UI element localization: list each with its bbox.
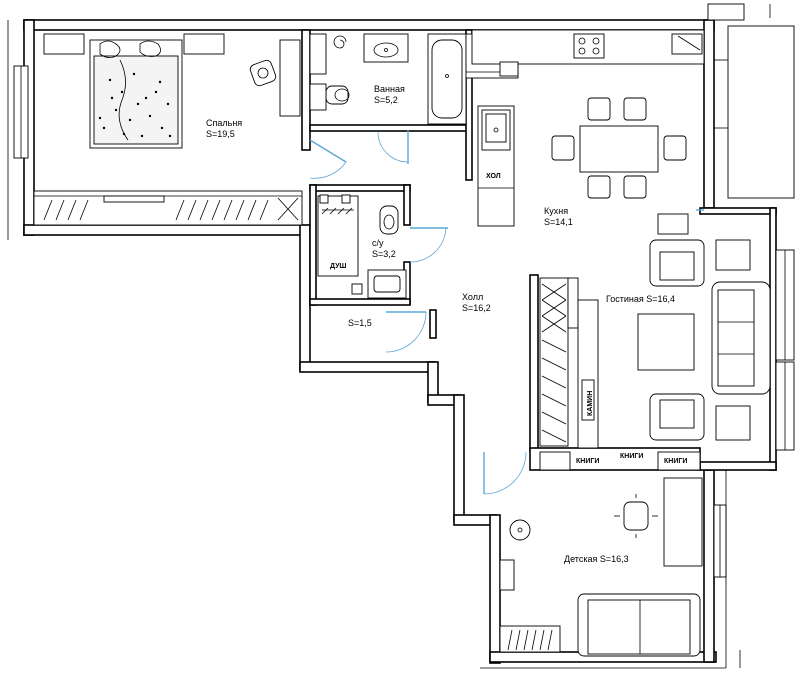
doors bbox=[309, 130, 704, 495]
books-label-3: КНИГИ bbox=[664, 458, 687, 465]
living-room: КАМИН Гостиная S=16,4 bbox=[539, 213, 771, 449]
wc: ДУШ с/у S=3,2 bbox=[317, 194, 407, 299]
kids-name: Детская S=16,3 bbox=[564, 554, 629, 564]
bath-area: S=5,2 bbox=[374, 95, 398, 105]
bed-pattern bbox=[98, 72, 172, 138]
closet: S=1,5 bbox=[348, 318, 372, 328]
bedroom-area: S=19,5 bbox=[206, 129, 235, 139]
bath-name: Ванная bbox=[374, 84, 405, 94]
books-label-1: КНИГИ bbox=[576, 458, 599, 465]
hall-name: Холл bbox=[462, 292, 483, 302]
living-name: Гостиная S=16,4 bbox=[606, 294, 675, 304]
fridge-label: ХОЛ bbox=[486, 173, 501, 180]
interior-walls bbox=[301, 29, 701, 471]
kitchen-name: Кухня bbox=[544, 206, 568, 216]
wardrobe-hatching bbox=[43, 199, 269, 221]
hall: Холл S=16,2 bbox=[462, 292, 491, 313]
closet-area: S=1,5 bbox=[348, 318, 372, 328]
wc-area: S=3,2 bbox=[372, 249, 396, 259]
fireplace-label: КАМИН bbox=[587, 391, 594, 416]
kitchen: ХОЛ Кухня S=14,1 bbox=[471, 29, 705, 227]
bedroom-name: Спальня bbox=[206, 118, 242, 128]
shower-hatch bbox=[321, 207, 353, 215]
windows bbox=[7, 3, 795, 669]
bookshelf: КНИГИ КНИГИ КНИГИ bbox=[539, 451, 701, 471]
kids-desk bbox=[663, 477, 703, 567]
stove bbox=[573, 33, 605, 59]
kitchen-area: S=14,1 bbox=[544, 217, 573, 227]
shelf-hatch bbox=[541, 283, 567, 443]
kids-room: Детская S=16,3 bbox=[499, 477, 703, 657]
books-label-2: КНИГИ bbox=[620, 453, 643, 460]
dining-table bbox=[579, 125, 659, 173]
bedroom: Спальня S=19,5 bbox=[33, 33, 303, 226]
shower-label: ДУШ bbox=[330, 263, 346, 270]
wc-name: с/у bbox=[372, 238, 384, 248]
outer-walls bbox=[23, 19, 777, 664]
hall-area: S=16,2 bbox=[462, 303, 491, 313]
